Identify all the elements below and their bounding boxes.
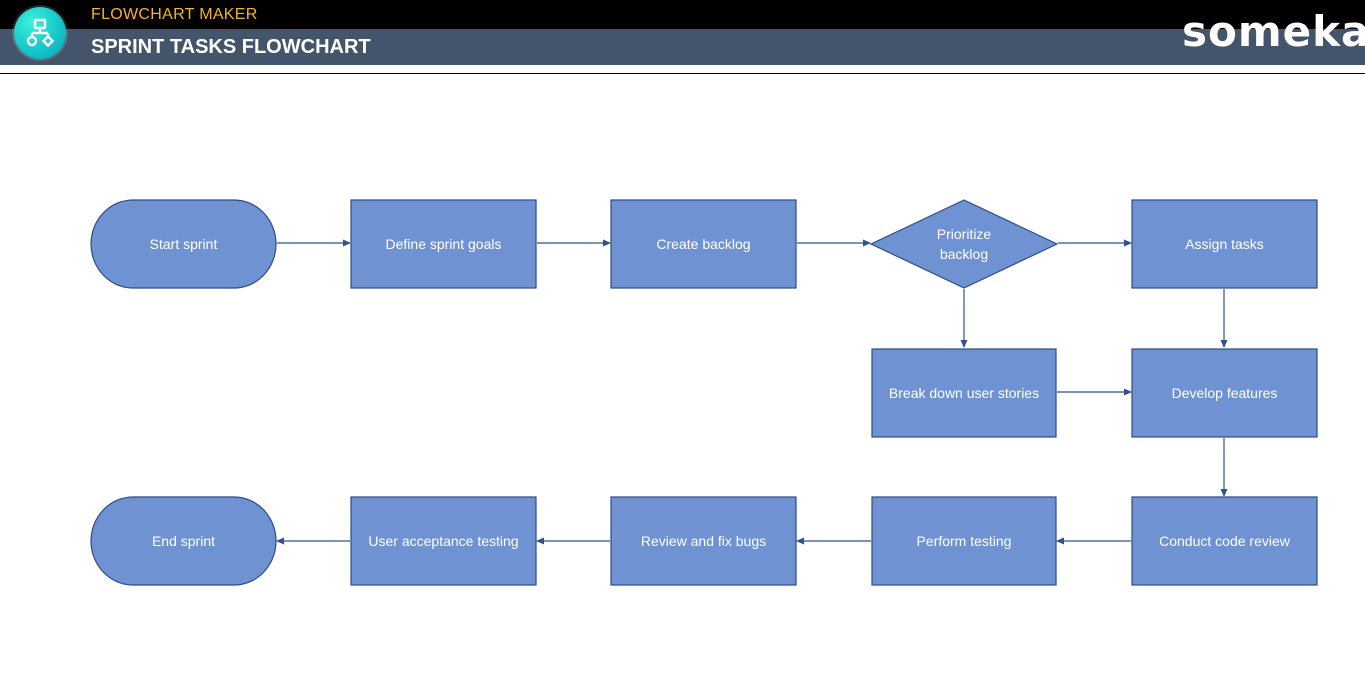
node-user-acceptance-testing[interactable]: User acceptance testing [350, 496, 537, 586]
process-shape [610, 496, 797, 586]
flowchart-icon [14, 7, 66, 59]
node-label: Break down user stories [889, 385, 1039, 401]
node-label: Define sprint goals [386, 236, 502, 252]
node-label: End sprint [152, 533, 215, 549]
header-divider [0, 73, 1365, 74]
node-perform-testing[interactable]: Perform testing [871, 496, 1057, 586]
app-name: FLOWCHART MAKER [91, 6, 258, 23]
node-label: Start sprint [150, 236, 218, 252]
process-shape [610, 199, 797, 289]
node-create-backlog[interactable]: Create backlog [610, 199, 797, 289]
process-shape [871, 496, 1057, 586]
process-shape [350, 496, 537, 586]
node-assign-tasks[interactable]: Assign tasks [1131, 199, 1318, 289]
node-label: Develop features [1172, 385, 1278, 401]
node-break-down-user-stories[interactable]: Break down user stories [871, 348, 1057, 438]
node-review-and-fix-bugs[interactable]: Review and fix bugs [610, 496, 797, 586]
terminator-shape [90, 496, 277, 586]
node-define-sprint-goals[interactable]: Define sprint goals [350, 199, 537, 289]
process-shape [871, 348, 1057, 438]
someka-logo[interactable]: someka [1182, 7, 1365, 56]
process-shape [350, 199, 537, 289]
connectors [276, 239, 1228, 545]
process-shape [1131, 496, 1318, 586]
page-title: SPRINT TASKS FLOWCHART [91, 36, 371, 58]
top-bar [0, 0, 1365, 29]
node-label: User acceptance testing [368, 533, 518, 549]
node-label: Assign tasks [1185, 236, 1264, 252]
node-start-sprint[interactable]: Start sprint [90, 199, 277, 289]
flowchart-nodes: Start sprint Define sprint goals Create ba… [90, 199, 1318, 586]
process-shape [1131, 199, 1318, 289]
terminator-shape [90, 199, 277, 289]
node-label: Create backlog [656, 236, 750, 252]
node-conduct-code-review[interactable]: Conduct code review [1131, 496, 1318, 586]
node-label: Review and fix bugs [641, 533, 766, 549]
node-end-sprint[interactable]: End sprint [90, 496, 277, 586]
title-bar [0, 29, 1365, 65]
decision-shape [869, 199, 1059, 289]
process-shape [1131, 348, 1318, 438]
node-develop-features[interactable]: Develop features [1131, 348, 1318, 438]
node-label: Perform testing [917, 533, 1012, 549]
node-label: Conduct code review [1159, 533, 1291, 549]
